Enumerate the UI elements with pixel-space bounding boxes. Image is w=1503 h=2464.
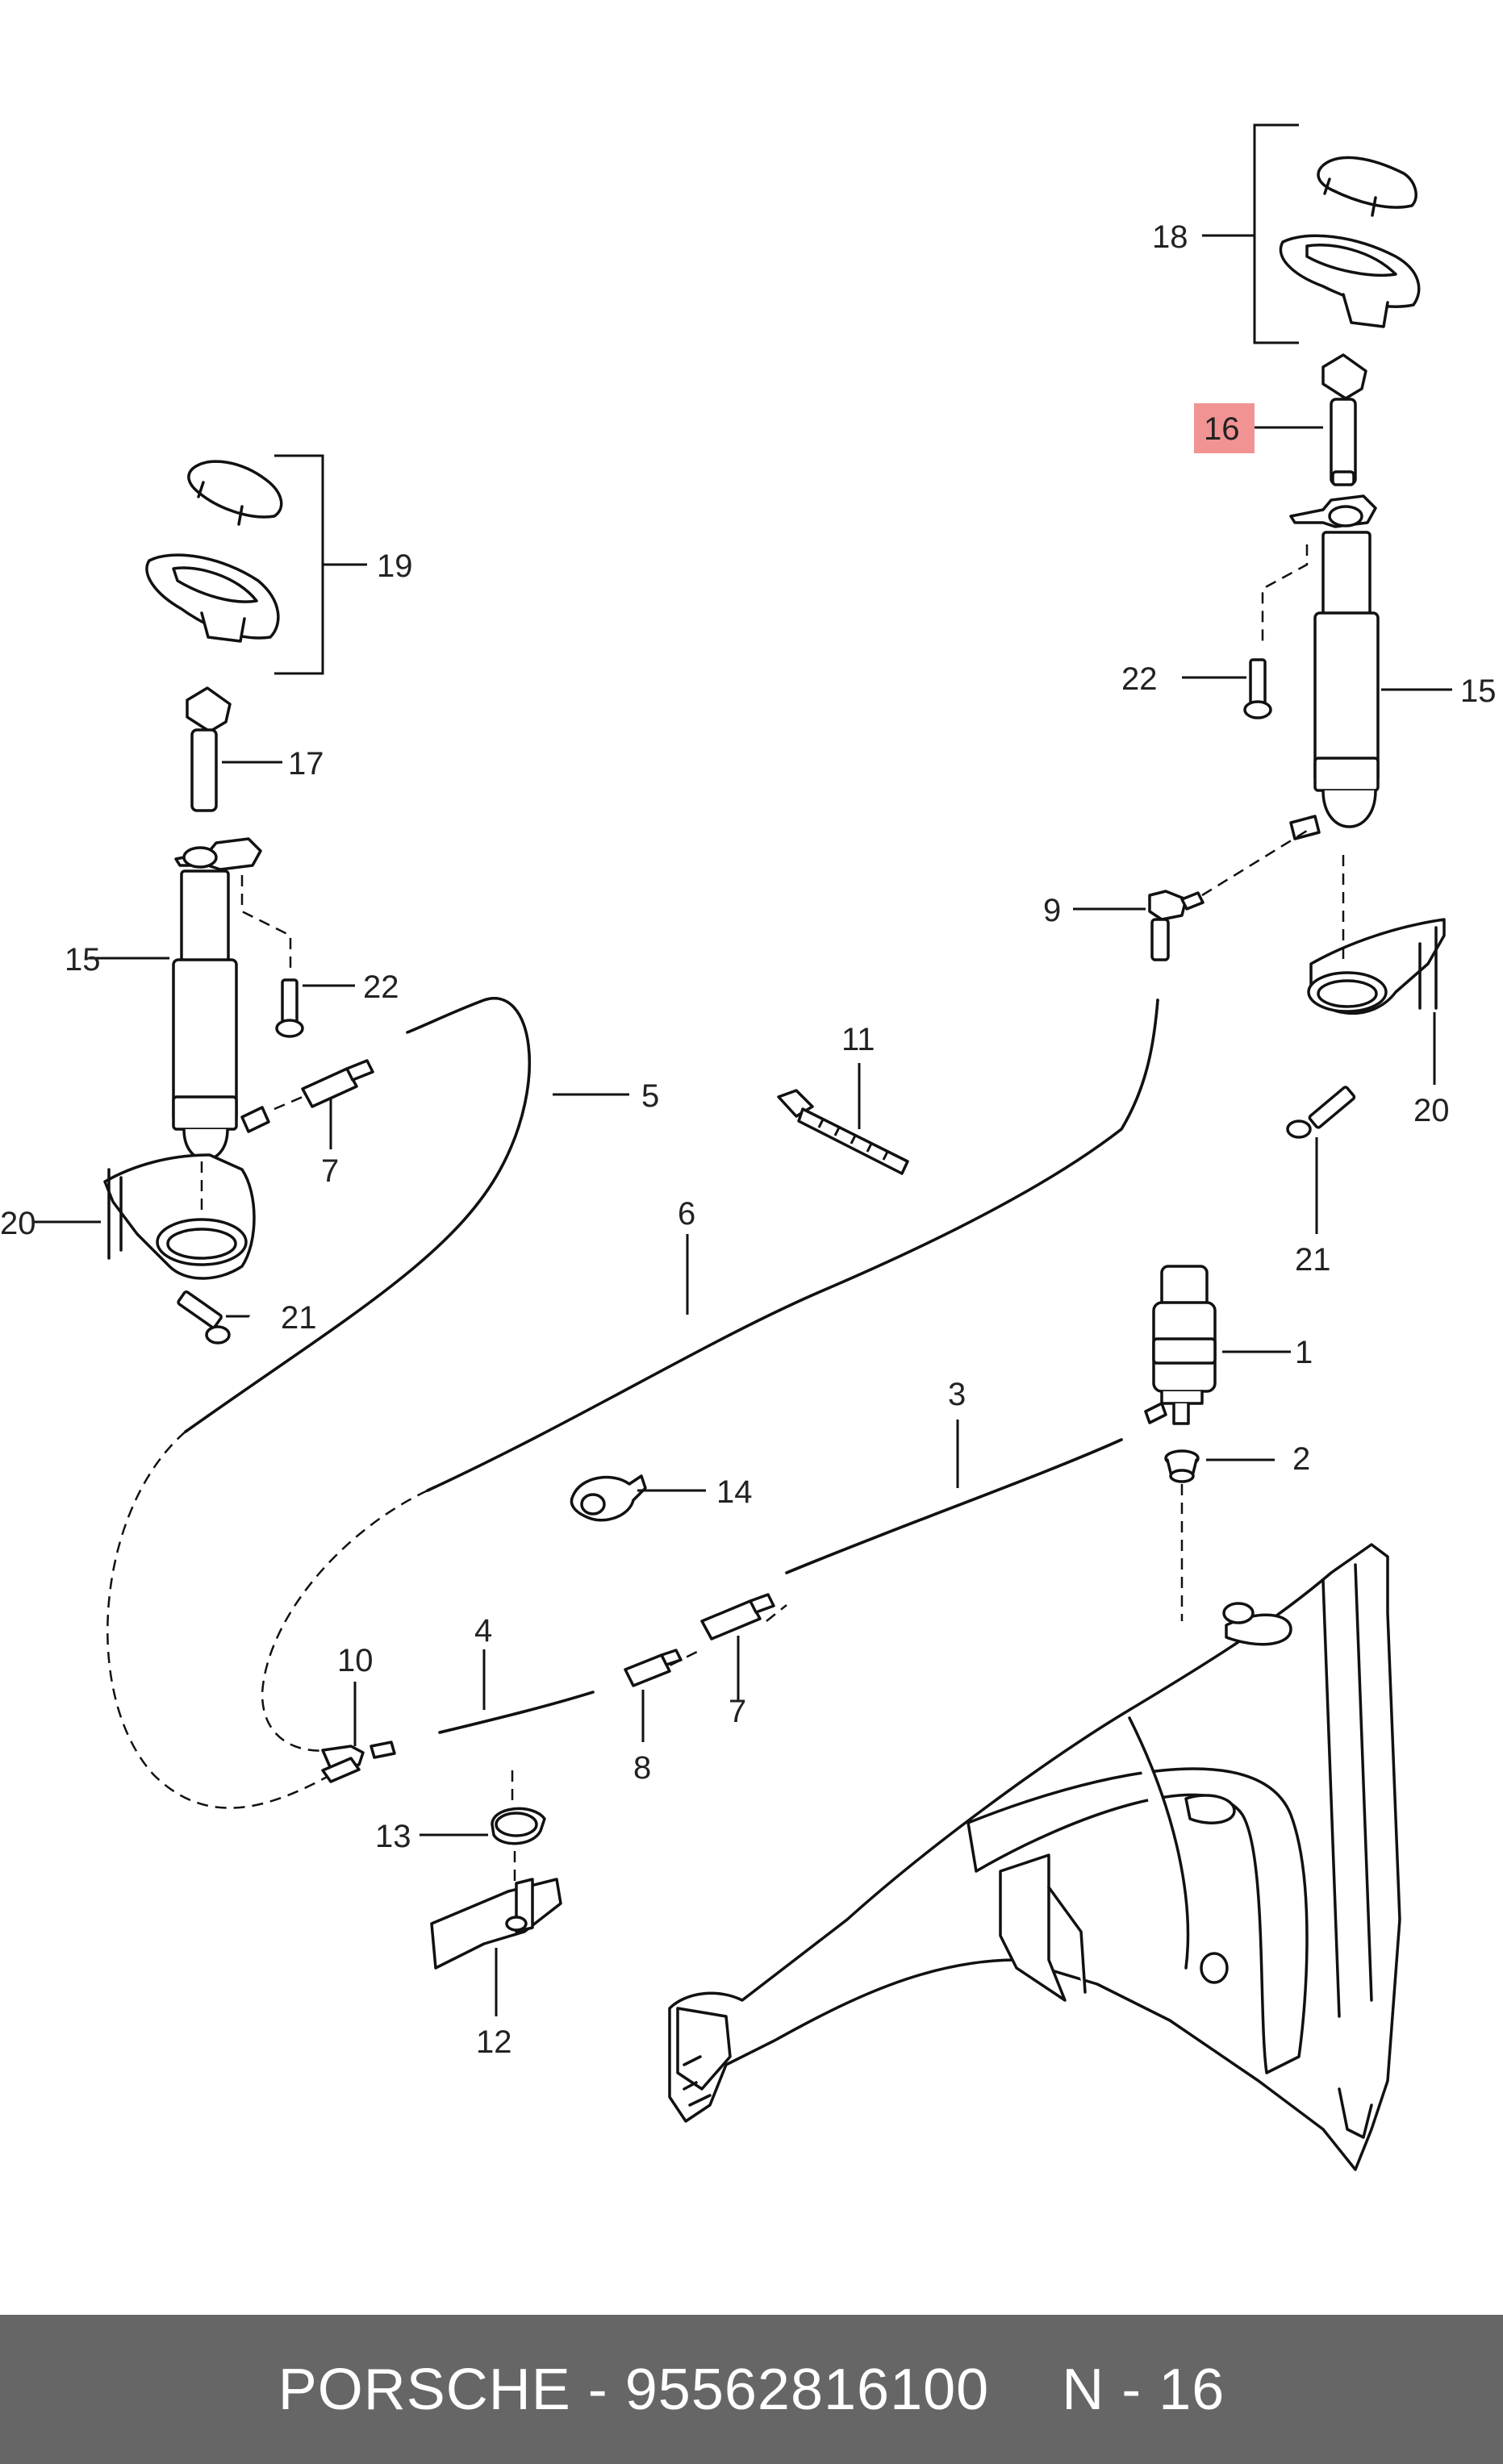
connector-9 (1148, 890, 1204, 961)
callout-10: 10 (337, 1643, 374, 1678)
nozzle-16 (1321, 353, 1367, 486)
callout-2: 2 (1292, 1441, 1310, 1477)
callout-18: 18 (1152, 219, 1188, 255)
callout-15-right: 15 (1460, 673, 1497, 709)
bracket-12 (430, 1851, 562, 1970)
nozzle-17 (186, 686, 232, 812)
callout-19: 19 (377, 548, 413, 584)
dashed-hose-center (261, 1489, 428, 1752)
cover-frame-right (1279, 234, 1421, 328)
callout-20-left: 20 (0, 1206, 36, 1241)
callout-3: 3 (948, 1377, 966, 1412)
connector-8 (624, 1649, 683, 1687)
bracket-19 (274, 454, 367, 675)
callout-14: 14 (716, 1474, 753, 1510)
cover-cap-right (1317, 156, 1417, 217)
telescopic-cylinder-right (1261, 494, 1380, 840)
callout-9: 9 (1043, 893, 1061, 928)
callout-15-left: 15 (65, 942, 101, 978)
callout-8: 8 (633, 1750, 651, 1786)
callout-12: 12 (476, 2024, 512, 2060)
dashed-hose-left (106, 1431, 340, 1809)
screw-21-right (1286, 1086, 1356, 1139)
connector-7-center (700, 1593, 775, 1641)
cover-frame-left (145, 553, 280, 643)
bracket-18 (1202, 123, 1299, 344)
plug-14 (570, 1474, 647, 1522)
callout-22-left: 22 (363, 969, 399, 1005)
connector-7-left (273, 1059, 374, 1111)
tie-strap-11 (777, 1089, 909, 1175)
callout-7-center: 7 (729, 1694, 746, 1729)
clip-13 (491, 1770, 546, 1845)
callout-4: 4 (474, 1613, 492, 1649)
callout-7-left: 7 (321, 1153, 339, 1189)
callout-17: 17 (288, 746, 324, 782)
callout-22-right: 22 (1121, 661, 1158, 697)
callout-5: 5 (641, 1078, 659, 1114)
footer-bar: PORSCHE - 95562816100 N - 16 (0, 2315, 1503, 2464)
callout-20-right: 20 (1413, 1093, 1450, 1128)
callout-21-left: 21 (281, 1300, 317, 1336)
telescopic-cylinder-left (172, 837, 292, 1161)
callout-6: 6 (678, 1196, 695, 1232)
callout-21-right: 21 (1295, 1242, 1331, 1278)
callout-1: 1 (1295, 1335, 1313, 1370)
callout-16: 16 (1204, 411, 1240, 447)
holder-20-right (1307, 855, 1446, 1015)
cover-cap-left (187, 460, 283, 526)
callout-11: 11 (841, 1022, 875, 1057)
screw-22-right (1243, 658, 1272, 719)
pump-1 (1144, 1265, 1217, 1425)
callout-13: 13 (375, 1819, 411, 1854)
washer-reservoir (668, 1543, 1401, 2171)
highlight-16 (1194, 403, 1255, 453)
part-number-title: PORSCHE - 95562816100 (278, 2357, 990, 2422)
holder-20-left (103, 1153, 256, 1280)
parts-diagram: 1 2 3 4 5 6 7 7 8 9 10 11 12 13 14 15 15… (0, 123, 1497, 2171)
screw-22-left (275, 978, 304, 1038)
grommet-2 (1164, 1449, 1200, 1483)
connector-10 (321, 1741, 396, 1783)
screw-21-left (177, 1290, 231, 1345)
page-reference: N - 16 (1062, 2357, 1225, 2422)
